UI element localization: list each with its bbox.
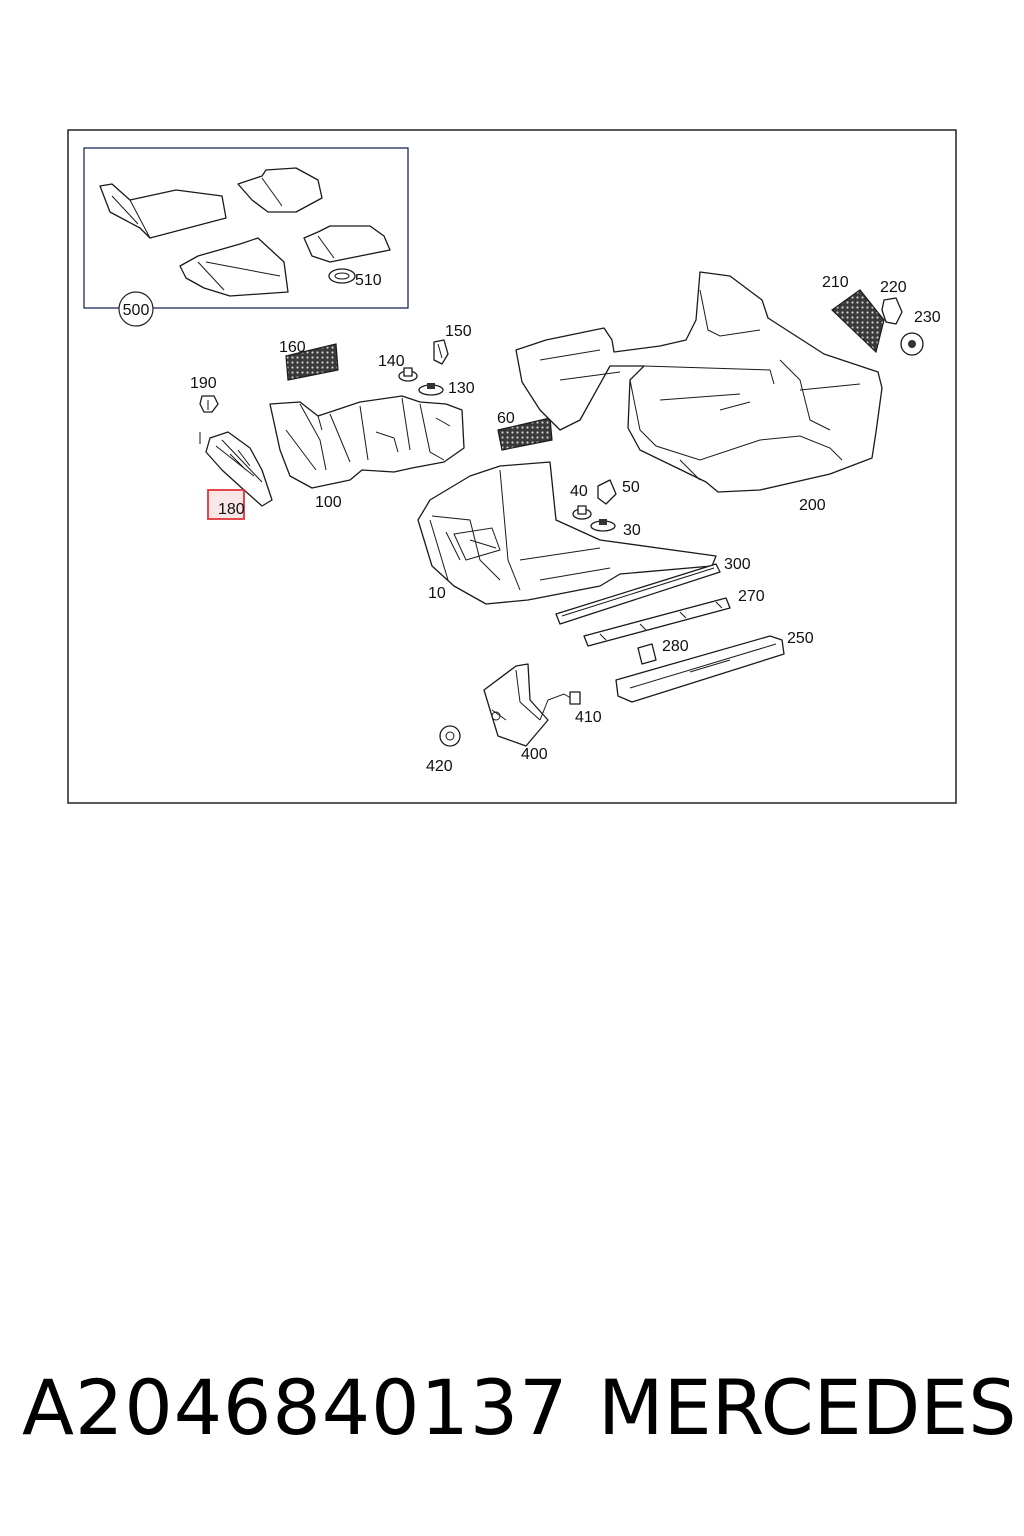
part-30-grommet [590,519,616,532]
label-200: 200 [799,497,826,514]
label-270: 270 [738,588,765,605]
label-130: 130 [448,380,475,397]
part-160-mesh-pad [285,343,339,381]
label-210: 210 [822,274,849,291]
label-60: 60 [497,410,515,427]
part-210-mesh-pad [831,289,885,354]
label-40: 40 [570,483,588,500]
part-220-clip [881,297,903,325]
part-number: A2046840137 [22,1363,569,1452]
label-300: 300 [724,556,751,573]
label-410: 410 [575,709,602,726]
label-250: 250 [787,630,814,647]
label-50: 50 [622,479,640,496]
part-400-trim-panel [483,663,549,747]
part-10-main-carpet [417,461,717,605]
part-280-clip [637,643,657,665]
part-410-wiring [539,691,581,721]
part-230-button [900,332,924,356]
label-420: 420 [426,758,453,775]
label-190: 190 [190,375,217,392]
part-40-grommet [572,505,592,520]
label-150: 150 [445,323,472,340]
label-140: 140 [378,353,405,370]
part-200-rear-section [515,271,883,493]
part-420-grommet [439,725,461,747]
label-400: 400 [521,746,548,763]
diagram-frame [67,129,957,804]
part-130-grommet [418,383,444,396]
label-30: 30 [623,522,641,539]
part-300-sill-strip [555,563,721,625]
label-230: 230 [914,309,941,326]
footer: A2046840137 MERCEDES [0,1370,1024,1480]
label-500: 500 [123,302,150,319]
highlight-box-180 [207,489,245,520]
floor-mats-inset [83,147,409,327]
label-100: 100 [315,494,342,511]
part-250-sill-plate [615,635,785,703]
label-280: 280 [662,638,689,655]
part-180-bracket [199,431,273,507]
part-270-trim-strip [583,597,731,647]
part-140-grommet [398,367,418,382]
brand-name: MERCEDES [598,1363,1017,1452]
part-190-clip [199,395,219,413]
label-160: 160 [279,339,306,356]
part-100-front-section [269,395,465,489]
part-60-mesh-pad [497,417,553,451]
part-150-clip [433,339,449,365]
label-510: 510 [355,272,382,289]
part-50-clip [597,479,617,505]
label-180: 180 [218,501,245,518]
label-220: 220 [880,279,907,296]
label-10: 10 [428,585,446,602]
